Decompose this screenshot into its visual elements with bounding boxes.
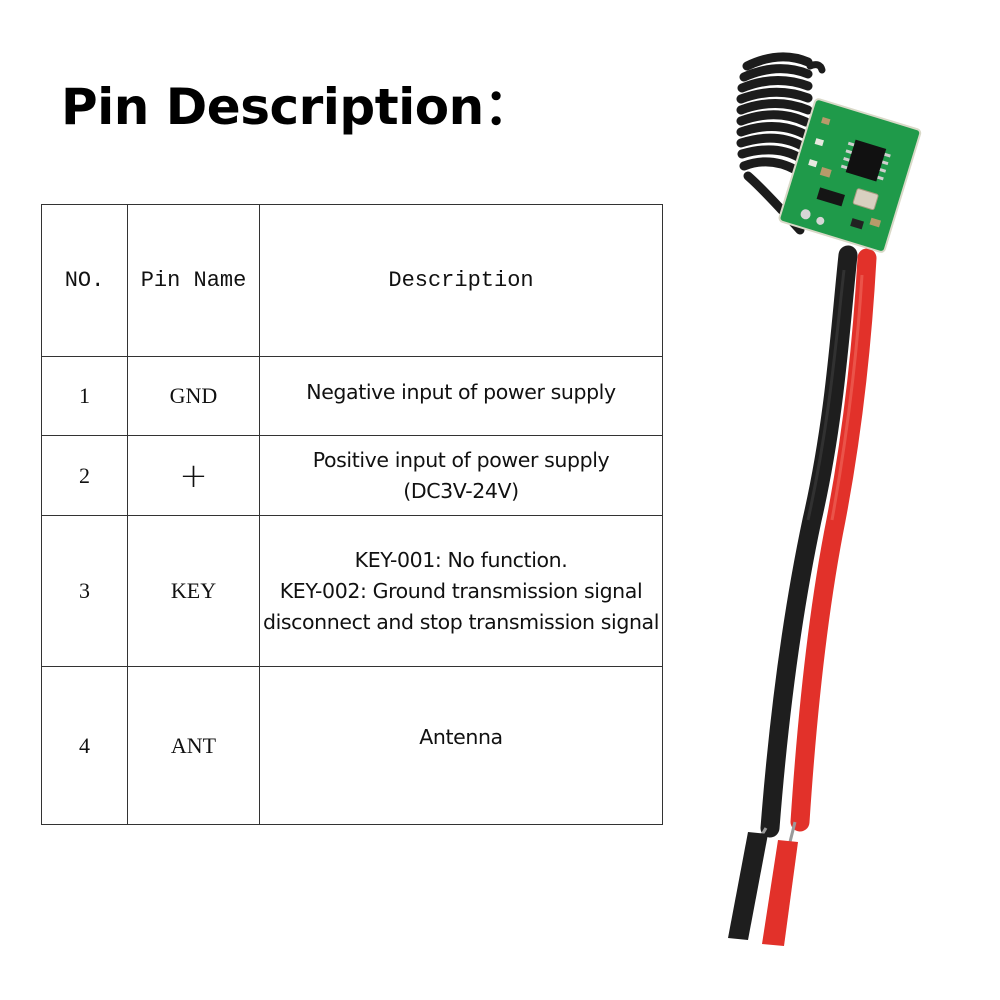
description-line: Antenna (419, 725, 503, 749)
header-no: NO. (41, 204, 128, 357)
table-row: 1 GND Negative input of power supply (41, 356, 663, 436)
pcb-board (778, 98, 922, 253)
pin-name-plus-icon: + (127, 435, 260, 516)
header-description: Description (259, 204, 663, 357)
description-line: disconnect and stop transmission signal (262, 609, 659, 634)
black-wire (760, 245, 858, 838)
description-line: KEY-001: No function. (354, 547, 568, 572)
pin-description: KEY-001: No function. KEY-002: Ground tr… (259, 515, 663, 667)
ic-chip (845, 139, 887, 182)
pin-number: 4 (41, 666, 128, 825)
pin-number: 3 (41, 515, 128, 667)
pin-name: KEY (127, 515, 260, 667)
pin-description-table: NO. Pin Name Description 1 GND Negative … (41, 204, 663, 825)
pin-description: Negative input of power supply (259, 356, 663, 436)
red-wire (790, 248, 877, 832)
pin-name: ANT (127, 666, 260, 825)
pin-name: GND (127, 356, 260, 436)
red-wire-tip (762, 840, 798, 946)
table-row: 3 KEY KEY-001: No function. KEY-002: Gro… (41, 515, 663, 667)
description-line: (DC3V-24V) (403, 478, 519, 503)
pin-number: 1 (41, 356, 128, 436)
page-title: Pin Description： (61, 78, 534, 136)
crystal-oscillator (852, 188, 879, 211)
pin-description: Positive input of power supply (DC3V-24V… (259, 435, 663, 516)
description-line: KEY-002: Ground transmission signal (279, 578, 643, 603)
red-wire-conductor (788, 821, 797, 843)
table-header-row: NO. Pin Name Description (41, 204, 663, 357)
coil-antenna (736, 52, 826, 235)
black-wire-tip (728, 832, 768, 940)
table-row: 4 ANT Antenna (41, 666, 663, 825)
header-pin-name: Pin Name (127, 204, 260, 357)
pin-description: Antenna (259, 666, 663, 825)
description-line: Positive input of power supply (312, 447, 610, 472)
product-photo-transmitter-module (728, 52, 922, 946)
table-row: 2 + Positive input of power supply (DC3V… (41, 435, 663, 516)
pin-number: 2 (41, 435, 128, 516)
description-line: Negative input of power supply (306, 379, 616, 404)
